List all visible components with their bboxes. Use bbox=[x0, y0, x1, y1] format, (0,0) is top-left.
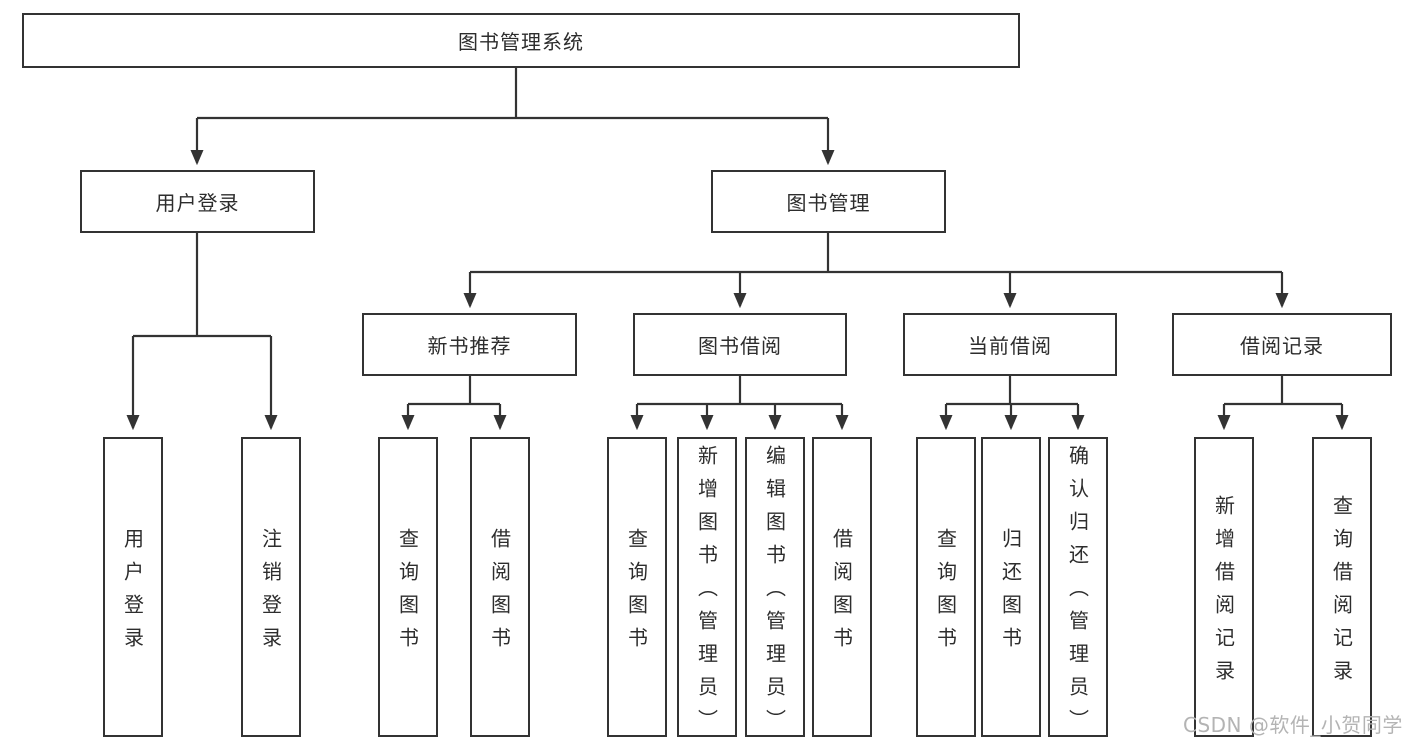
node-book-management: 图书管理 bbox=[711, 170, 946, 233]
node-current-borrowing: 当前借阅 bbox=[903, 313, 1117, 376]
node-user-login-leaf: 用户登录 bbox=[103, 437, 163, 737]
node-return-book: 归还图书 bbox=[981, 437, 1041, 737]
node-search-books-current-label: 查询图书 bbox=[933, 527, 958, 660]
node-search-books-recommendation-label: 查询图书 bbox=[395, 527, 420, 660]
node-book-borrowing: 图书借阅 bbox=[633, 313, 847, 376]
node-logout-leaf: 注销登录 bbox=[241, 437, 301, 737]
connector-borrow-records-split bbox=[1224, 376, 1342, 406]
node-new-book-recommendation: 新书推荐 bbox=[362, 313, 577, 376]
connector-root-split bbox=[197, 68, 828, 120]
node-add-borrow-record-label: 新增借阅记录 bbox=[1211, 494, 1236, 693]
connector-current-borrow-split bbox=[946, 376, 1078, 406]
node-user-login: 用户登录 bbox=[80, 170, 315, 233]
connector-book-borrow-split bbox=[637, 376, 842, 406]
connector-book-management-split bbox=[470, 233, 1282, 274]
node-borrowing-records: 借阅记录 bbox=[1172, 313, 1392, 376]
node-search-books-borrowing-label: 查询图书 bbox=[624, 527, 649, 660]
node-search-borrow-record-label: 查询借阅记录 bbox=[1329, 494, 1354, 693]
node-edit-book-admin: 编辑图书（管理员） bbox=[745, 437, 805, 742]
connector-new-book-split bbox=[408, 376, 500, 406]
node-borrow-book-recommendation-label: 借阅图书 bbox=[487, 527, 512, 660]
node-user-login-leaf-label: 用户登录 bbox=[120, 527, 145, 660]
node-return-book-label: 归还图书 bbox=[998, 527, 1023, 660]
node-add-borrow-record: 新增借阅记录 bbox=[1194, 437, 1254, 737]
node-borrow-book-recommendation: 借阅图书 bbox=[470, 437, 530, 737]
node-search-books-recommendation: 查询图书 bbox=[378, 437, 438, 737]
node-edit-book-admin-label: 编辑图书（管理员） bbox=[762, 445, 787, 742]
node-search-books-borrowing: 查询图书 bbox=[607, 437, 667, 737]
csdn-watermark: CSDN @软件_小贺同学 bbox=[1183, 713, 1403, 737]
node-search-borrow-record: 查询借阅记录 bbox=[1312, 437, 1372, 737]
node-confirm-return-admin-label: 确认归还（管理员） bbox=[1065, 445, 1090, 742]
node-logout-leaf-label: 注销登录 bbox=[258, 527, 283, 660]
node-add-book-admin: 新增图书（管理员） bbox=[677, 437, 737, 742]
node-library-management-system: 图书管理系统 bbox=[22, 13, 1020, 68]
connector-user-login-split bbox=[133, 233, 271, 338]
node-borrow-book-borrowing: 借阅图书 bbox=[812, 437, 872, 737]
node-borrow-book-borrowing-label: 借阅图书 bbox=[829, 527, 854, 660]
node-confirm-return-admin: 确认归还（管理员） bbox=[1048, 437, 1108, 742]
node-add-book-admin-label: 新增图书（管理员） bbox=[694, 445, 719, 742]
node-search-books-current: 查询图书 bbox=[916, 437, 976, 737]
